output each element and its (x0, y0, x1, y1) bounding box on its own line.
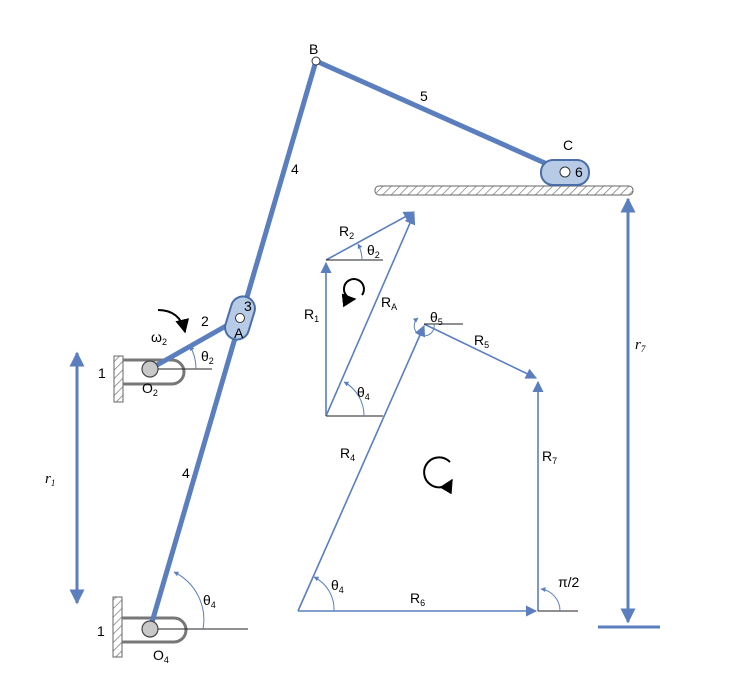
loop1-theta2-arc (357, 243, 363, 261)
pivot-O2-label: O2 (142, 380, 158, 398)
ground-rail (374, 185, 634, 196)
loop1-theta4-label: θ4 (357, 384, 370, 402)
link-4-lower-label: 4 (182, 465, 190, 481)
ground-label-bottom: 1 (97, 623, 105, 639)
loop2-theta5-label: θ5 (430, 309, 443, 327)
point-A-label: A (234, 325, 244, 341)
loop1-theta2-label: θ2 (367, 242, 380, 260)
link-4 (147, 60, 319, 630)
loop2-theta4-arc (313, 576, 335, 612)
slider-3-label: 3 (244, 298, 252, 314)
pin-C (559, 166, 571, 178)
link-5 (314, 58, 567, 175)
ground-label-top: 1 (98, 365, 106, 381)
theta4-arc (173, 571, 205, 630)
link-4-upper-label: 4 (291, 161, 299, 177)
ground-top (113, 355, 186, 403)
vector-R5 (423, 323, 538, 379)
loop2-R6-label: R6 (410, 590, 425, 608)
omega2-arrow (157, 309, 190, 334)
point-C-label: C (563, 137, 573, 153)
vector-R2 (325, 211, 415, 261)
loop1-R2-label: R2 (339, 223, 354, 241)
loop2-rotation-icon (423, 456, 453, 495)
loop2-R5-label: R5 (474, 332, 489, 350)
theta2-arc (189, 345, 197, 370)
loop2-R7-label: R7 (542, 448, 557, 466)
theta4-label: θ4 (203, 592, 216, 610)
loop1-theta4-arc (343, 381, 365, 417)
theta2-label: θ2 (201, 348, 214, 366)
loop1-rotation-icon (341, 278, 365, 308)
vector-RA (325, 212, 416, 417)
r7-label: r7 (635, 337, 646, 354)
pin-B (311, 56, 321, 66)
slider-6-label: 6 (575, 164, 583, 180)
pivot-O4-label: O4 (153, 647, 169, 665)
loop1-RA-label: RA (381, 294, 397, 312)
vector-R4 (297, 324, 426, 612)
loop2-theta4-label: θ4 (331, 577, 344, 595)
omega2-label: ω2 (151, 329, 167, 347)
link-2-label: 2 (201, 313, 209, 329)
loop1-R1-label: R1 (304, 306, 319, 324)
link-5-label: 5 (420, 88, 428, 104)
pin-A (235, 313, 245, 323)
r1-label: r1 (45, 471, 55, 488)
loop2-right-angle-label: π/2 (558, 574, 580, 590)
point-B-label: B (309, 41, 318, 57)
loop2-right-angle-arc (540, 587, 561, 612)
loop2-theta5-arc (412, 317, 435, 337)
pivot-O2 (141, 360, 159, 378)
ground-bottom (112, 596, 188, 658)
loop2-R4-label: R4 (340, 445, 355, 463)
pivot-O4 (141, 620, 159, 638)
